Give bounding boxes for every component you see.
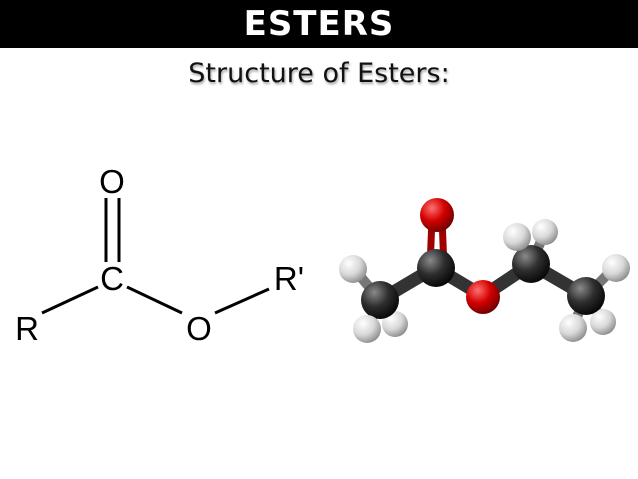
r-group-label: R (15, 310, 39, 347)
carbon-atom (361, 281, 399, 319)
title-bar: ESTERS (0, 0, 638, 48)
bond-oxygen-to-r-prime (214, 287, 270, 315)
hydrogen-atom (353, 315, 381, 343)
bond-carbon-to-oxygen (126, 285, 183, 315)
r-prime-group-label: R' (274, 260, 304, 297)
carbon-atom (417, 249, 455, 287)
ester-oxygen-label: O (186, 310, 212, 347)
hydrogen-atom (382, 311, 408, 337)
carbonyl-oxygen-label: O (99, 163, 125, 200)
page-title: ESTERS (243, 4, 395, 44)
hydrogen-atom (559, 314, 587, 342)
carbon-atom (512, 245, 550, 283)
hydrogen-atom (339, 255, 367, 283)
bond-r-to-carbon (41, 285, 99, 315)
oxygen-atom (420, 198, 454, 232)
hydrogen-atom (602, 254, 630, 282)
ball-and-stick-model (339, 198, 630, 343)
oxygen-atom (466, 280, 500, 314)
hydrogen-atom (590, 309, 616, 335)
structural-formula: O C R O R' (15, 163, 304, 347)
carbon-label: C (100, 260, 124, 297)
hydrogen-atom (503, 223, 531, 251)
carbon-atom (567, 277, 605, 315)
hydrogen-atom (532, 219, 558, 245)
subtitle: Structure of Esters: (188, 58, 450, 89)
